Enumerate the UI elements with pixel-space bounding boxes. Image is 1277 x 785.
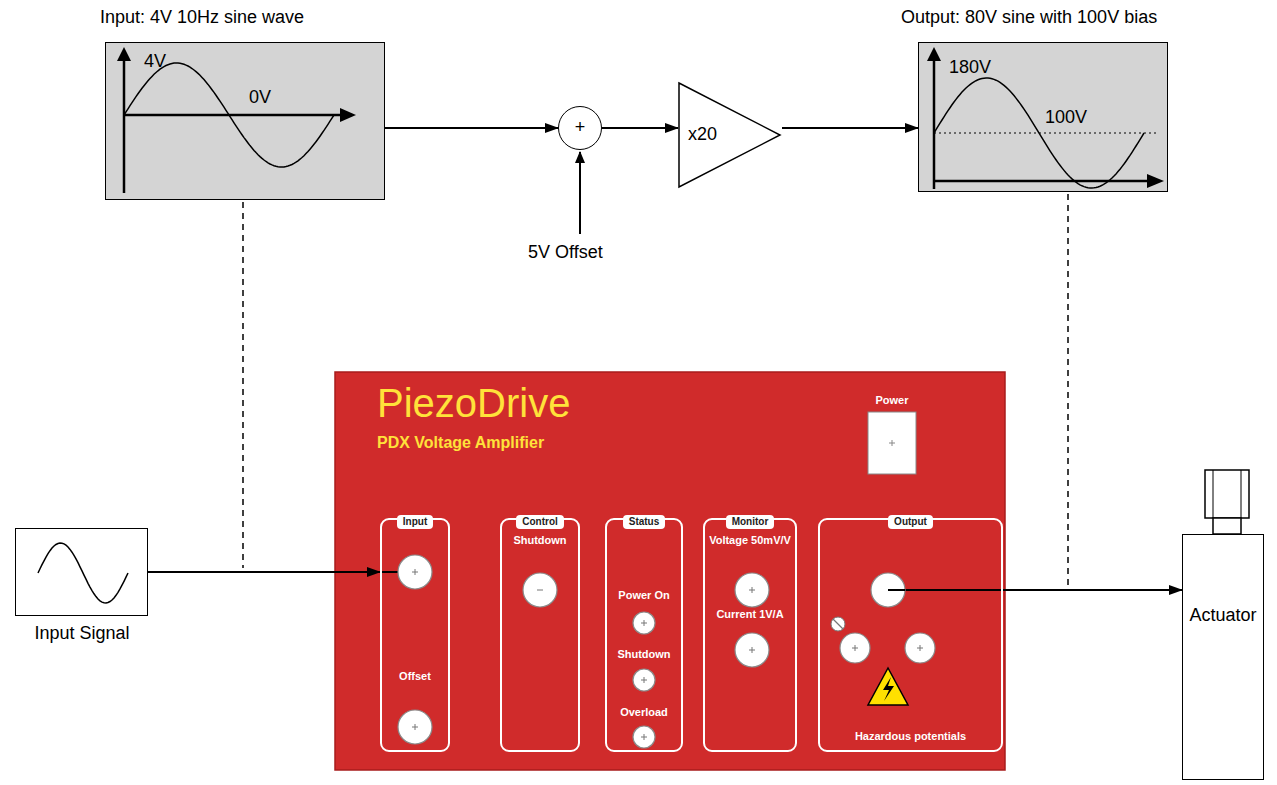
power-switch: Power [862,394,922,480]
source-label: Input Signal [2,623,162,644]
connector [735,573,769,607]
connector [633,669,655,691]
connector [523,573,557,607]
section-heading: Input [397,515,433,529]
axis-value: 100V [1043,107,1089,128]
output-connector [871,573,905,607]
monitor-section: MonitorVoltage 50mV/V Current 1V/A [703,518,797,752]
control-section: ControlShutdown [500,518,580,752]
connector [840,633,870,663]
operator-sign: + [559,117,601,138]
warning-label: Hazardous potentials [820,730,1001,743]
signal-label: 5V Offset [528,242,603,263]
summing-junction: + [558,106,602,150]
warning-symbol [868,668,908,705]
signal-arrow [148,571,380,573]
leader-line [1067,194,1069,586]
output-section: OutputHazardous potentials [818,518,1003,752]
axis-value: 0V [249,87,271,108]
monitor-label: Current 1V/A [705,608,795,621]
connector [905,633,935,663]
section-heading: Status [623,515,666,529]
heading-tab: Monitor [705,511,795,529]
heading-tab: Control [502,511,578,529]
panel-hardware [380,555,1004,748]
status-section: StatusPower On ShutdownOverload [605,518,683,752]
section-label: Power [862,394,922,407]
signal-arrow [1003,589,1182,591]
heading-tab: Status [607,511,681,529]
signal-arrow [602,127,678,129]
brand-title: PiezoDrive [377,380,570,426]
actuator-head [1205,470,1249,534]
actuator: Actuator [1182,534,1264,780]
leader-line [242,202,244,568]
signal-arrow [385,127,558,129]
control-label: Shutdown [502,534,578,547]
input-plot: Input: 4V 10Hz sine wave4V0V [105,42,385,200]
connector [633,612,655,634]
amplifier-triangle: x20 [678,82,782,188]
amplifier-panel: PiezoDrivePDX Voltage Amplifier PowerInpu… [335,372,1005,770]
connector [633,726,655,748]
node-art [16,529,149,617]
plot-title: Input: 4V 10Hz sine wave [100,7,304,28]
axis-value: 180V [949,57,991,78]
indicator-label: Shutdown [607,648,681,661]
input-section: InputOffset [380,518,450,752]
signal-source: Input Signal [15,528,148,616]
section-heading: Output [888,515,933,529]
screw [831,617,845,631]
indicator-label: Power On [607,589,681,602]
section-heading: Control [516,515,564,529]
section-heading: Monitor [726,515,775,529]
model-name: PDX Voltage Amplifier [377,434,544,452]
panel-background [335,372,1005,770]
signal-arrow [782,127,918,129]
offset-arrow [579,152,581,234]
axis-value: 4V [144,51,166,72]
heading-tab: Input [382,511,448,529]
connector [735,633,769,667]
node-art [862,394,922,480]
port-label: Offset [382,670,448,683]
actuator-label: Actuator [1183,605,1263,626]
indicator-label: Overload [607,706,681,719]
heading-tab: Output [820,511,1001,529]
monitor-label: Voltage 50mV/V [705,534,795,547]
gain-label: x20 [688,124,717,145]
output-plot: Output: 80V sine with 100V bias180V100V [918,42,1168,192]
plot-title: Output: 80V sine with 100V bias [901,7,1157,28]
connector [398,710,432,744]
connector [398,555,432,589]
